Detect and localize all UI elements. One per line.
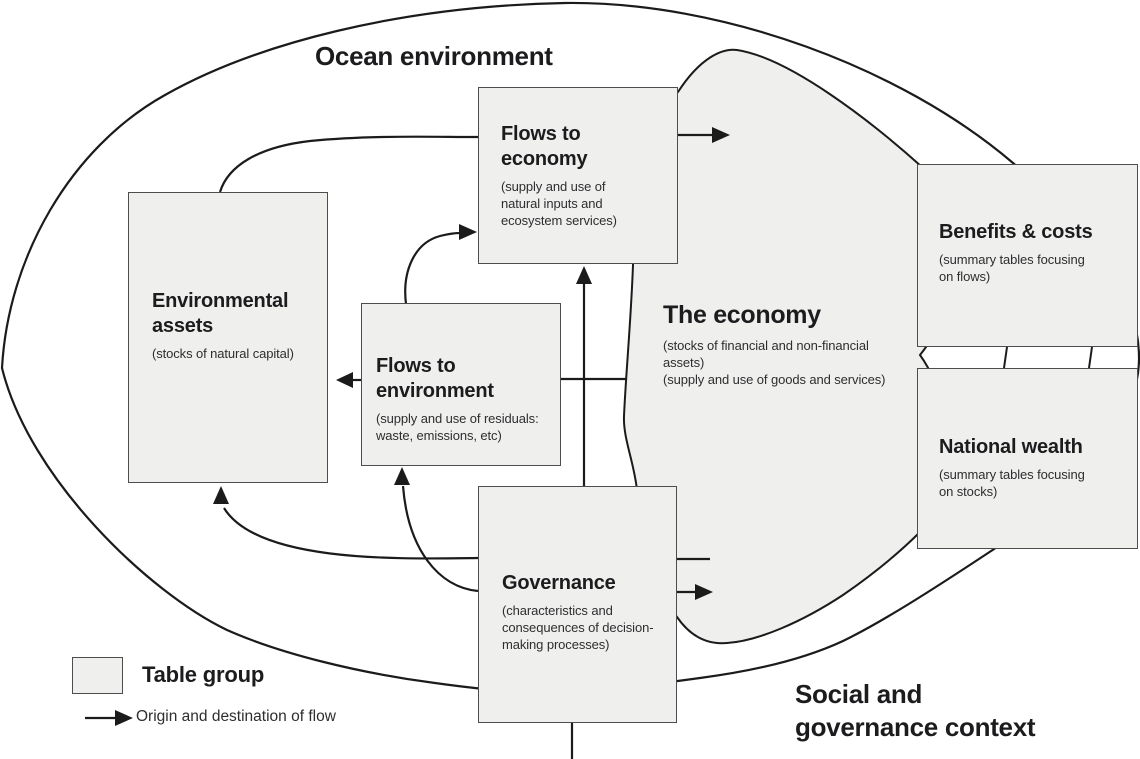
economy-label: The economy (stocks of financial and non… bbox=[663, 301, 963, 389]
arrowhead-into-envassets-bottom bbox=[213, 486, 229, 504]
legend-flow-label: Origin and destination of flow bbox=[136, 708, 336, 725]
arrowhead-into-flowsenv-bottom bbox=[394, 467, 410, 485]
arrowhead-into-envassets-right bbox=[336, 372, 353, 388]
box-environmental-assets: Environmental assets (stocks of natural … bbox=[128, 192, 328, 483]
governance-subtitle: (characteristics and consequences of dec… bbox=[502, 603, 654, 652]
box-governance: Governance (characteristics and conseque… bbox=[478, 486, 677, 723]
national-wealth-subtitle: (summary tables focusing on stocks) bbox=[939, 467, 1085, 500]
link-benefits-wealth-right bbox=[1088, 346, 1093, 369]
box-flows-to-economy: Flows to economy (supply and use of natu… bbox=[478, 87, 678, 264]
national-wealth-title: National wealth bbox=[939, 436, 1083, 458]
environmental-assets-title: Environmental assets bbox=[152, 290, 289, 338]
governance-title: Governance bbox=[502, 572, 616, 594]
box-flows-to-environment: Flows to environment (supply and use of … bbox=[361, 303, 561, 466]
arrowhead-into-economy-right bbox=[695, 584, 713, 600]
box-national-wealth: National wealth (summary tables focusing… bbox=[917, 368, 1138, 549]
economy-title: The economy bbox=[663, 301, 821, 329]
social-governance-context-label: Social and governance context bbox=[795, 679, 1036, 743]
arrowhead-into-economy-top bbox=[712, 127, 730, 143]
arrowhead-into-flowseconomy-bottom bbox=[576, 266, 592, 284]
economy-subtitle: (stocks of financial and non-financial a… bbox=[663, 338, 886, 387]
link-governance-to-envassets bbox=[223, 507, 479, 560]
box-benefits-and-costs: Benefits & costs (summary tables focusin… bbox=[917, 164, 1138, 347]
legend-table-group-swatch bbox=[72, 657, 123, 694]
link-flowsenv-to-flowseconomy bbox=[404, 231, 461, 305]
legend-table-group-label: Table group bbox=[142, 662, 265, 687]
flows-to-environment-subtitle: (supply and use of residuals: waste, emi… bbox=[376, 411, 539, 444]
link-envassets-to-flowseconomy bbox=[218, 135, 479, 193]
link-benefits-wealth-left bbox=[1003, 346, 1008, 369]
ocean-environment-label: Ocean environment bbox=[315, 41, 553, 71]
flows-to-economy-title: Flows to economy bbox=[501, 123, 588, 171]
flows-to-economy-subtitle: (supply and use of natural inputs and ec… bbox=[501, 179, 617, 229]
benefits-and-costs-title: Benefits & costs bbox=[939, 221, 1093, 243]
legend-flow-arrow-icon bbox=[85, 710, 133, 726]
arrowhead-into-flowseconomy-left bbox=[459, 224, 477, 240]
link-governance-to-flowsenv bbox=[401, 485, 479, 593]
flows-to-environment-title: Flows to environment bbox=[376, 355, 494, 403]
environmental-assets-subtitle: (stocks of natural capital) bbox=[152, 346, 294, 362]
benefits-and-costs-subtitle: (summary tables focusing on flows) bbox=[939, 252, 1085, 285]
